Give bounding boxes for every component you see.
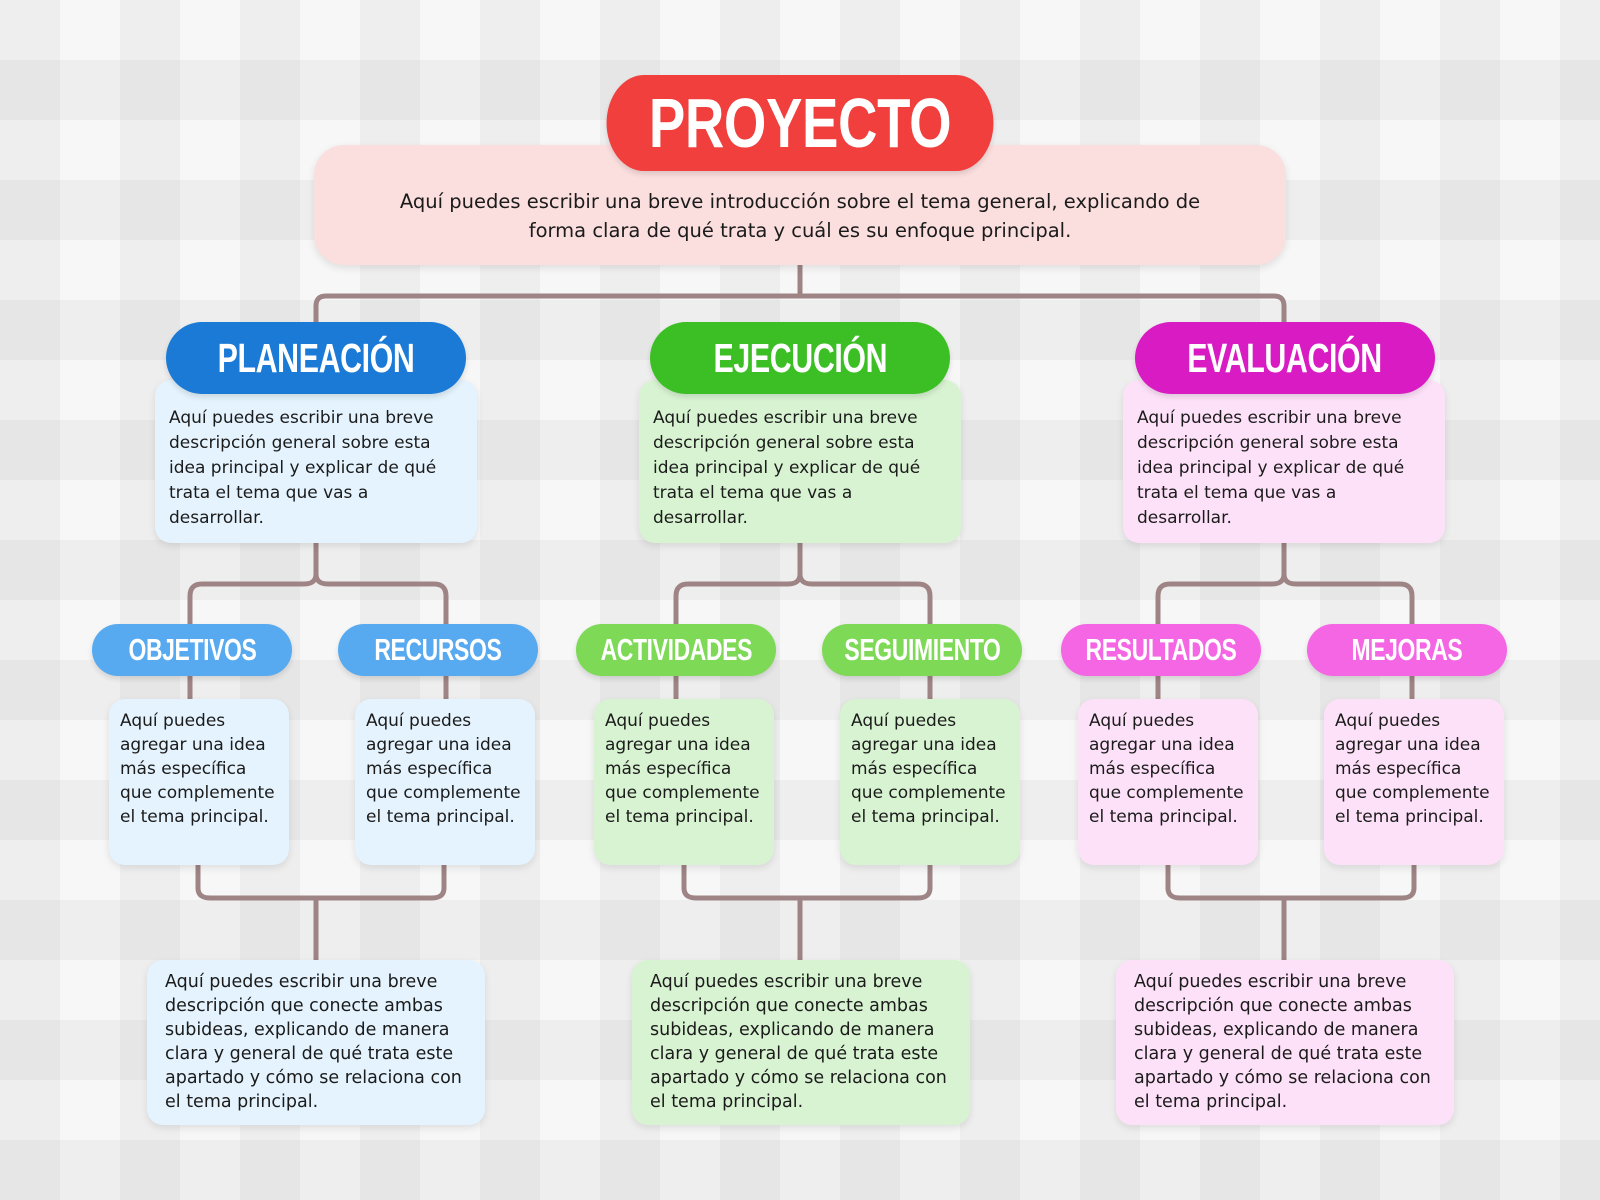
ejecucion-summary-card: Aquí puedes escribir una breve descripci… [632, 960, 970, 1125]
branch-connector-evaluacion [1155, 540, 1415, 627]
planeacion-pill: PLANEACIÓN [166, 322, 466, 394]
objetivos-text: Aquí puedes agregar una idea más específ… [120, 711, 275, 827]
evaluacion-description-card: Aquí puedes escribir una breve descripci… [1123, 380, 1445, 543]
planeacion-summary: Aquí puedes escribir una breve descripci… [165, 972, 462, 1112]
top-connector [313, 262, 1287, 333]
ejecucion-pill: EJECUCIÓN [650, 322, 950, 394]
seguimiento-text: Aquí puedes agregar una idea más específ… [851, 711, 1006, 827]
merge-connector-evaluacion [1165, 862, 1417, 963]
merge-connector-ejecucion [681, 862, 933, 963]
resultados-card: Aquí puedes agregar una idea más específ… [1078, 699, 1258, 865]
resultados-pill: RESULTADOS [1061, 624, 1261, 676]
actividades-text: Aquí puedes agregar una idea más específ… [605, 711, 760, 827]
objetivos-card: Aquí puedes agregar una idea más específ… [109, 699, 289, 865]
title-pill: PROYECTO [606, 75, 994, 171]
objetivos-title: OBJETIVOS [128, 632, 256, 667]
seguimiento-pill: SEGUIMIENTO [822, 624, 1022, 676]
recursos-title: RECURSOS [374, 632, 502, 667]
recursos-text: Aquí puedes agregar una idea más específ… [366, 711, 521, 827]
branch-connector-planeacion [187, 540, 449, 627]
evaluacion-title: EVALUACIÓN [1187, 334, 1383, 381]
planeacion-description: Aquí puedes escribir una breve descripci… [169, 408, 437, 528]
mejoras-text: Aquí puedes agregar una idea más específ… [1335, 711, 1490, 827]
seguimiento-card: Aquí puedes agregar una idea más específ… [840, 699, 1020, 865]
ejecucion-summary: Aquí puedes escribir una breve descripci… [650, 972, 947, 1112]
planeacion-title: PLANEACIÓN [217, 334, 415, 381]
evaluacion-pill: EVALUACIÓN [1135, 322, 1435, 394]
evaluacion-summary-card: Aquí puedes escribir una breve descripci… [1116, 960, 1454, 1125]
resultados-title: RESULTADOS [1085, 632, 1237, 667]
page-title: PROYECTO [648, 84, 952, 162]
planeacion-description-card: Aquí puedes escribir una breve descripci… [155, 380, 477, 543]
merge-connector-planeacion [195, 862, 447, 963]
branch-connector-ejecucion [673, 540, 933, 627]
evaluacion-description: Aquí puedes escribir una breve descripci… [1137, 408, 1405, 528]
actividades-card: Aquí puedes agregar una idea más específ… [594, 699, 774, 865]
objetivos-pill: OBJETIVOS [92, 624, 292, 676]
mejoras-card: Aquí puedes agregar una idea más específ… [1324, 699, 1504, 865]
mejoras-pill: MEJORAS [1307, 624, 1507, 676]
evaluacion-summary: Aquí puedes escribir una breve descripci… [1134, 972, 1431, 1112]
resultados-text: Aquí puedes agregar una idea más específ… [1089, 711, 1244, 827]
recursos-card: Aquí puedes agregar una idea más específ… [355, 699, 535, 865]
actividades-title: ACTIVIDADES [600, 632, 752, 667]
ejecucion-description: Aquí puedes escribir una breve descripci… [653, 408, 921, 528]
planeacion-summary-card: Aquí puedes escribir una breve descripci… [147, 960, 485, 1125]
intro-text: Aquí puedes escribir una breve introducc… [399, 190, 1201, 242]
actividades-pill: ACTIVIDADES [576, 624, 776, 676]
ejecucion-description-card: Aquí puedes escribir una breve descripci… [639, 380, 961, 543]
ejecucion-title: EJECUCIÓN [713, 334, 887, 381]
recursos-pill: RECURSOS [338, 624, 538, 676]
mejoras-title: MEJORAS [1351, 632, 1463, 667]
seguimiento-title: SEGUIMIENTO [843, 632, 1001, 667]
